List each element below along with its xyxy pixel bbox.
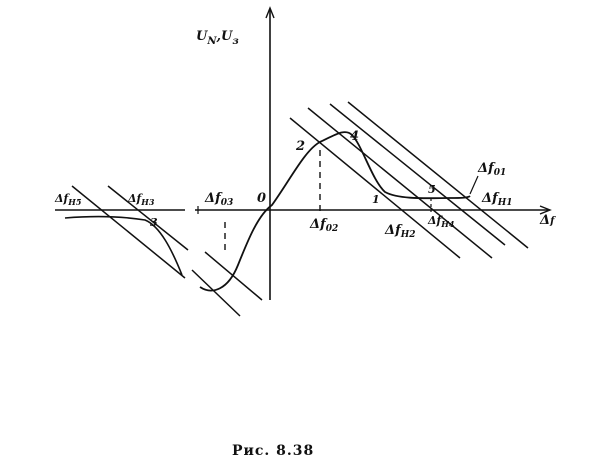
point-2-label: 2 bbox=[295, 139, 305, 154]
x-axis-arrow bbox=[539, 205, 552, 215]
diagonal-line-2 bbox=[307, 107, 493, 259]
point-4-label: 4 bbox=[350, 129, 359, 144]
point-5-label: 5 bbox=[428, 183, 436, 196]
label-df-01: Δf01 bbox=[477, 161, 506, 178]
label-df-h1: ΔfH1 bbox=[481, 191, 512, 208]
diagonal-line-4 bbox=[347, 101, 529, 249]
diagonal-line-5 bbox=[191, 269, 241, 317]
diagonal-line-3 bbox=[329, 103, 506, 246]
y-axis-label: UN,Uз bbox=[196, 29, 239, 47]
diagonal-line-8 bbox=[107, 185, 189, 251]
label-df-h2: ΔfH2 bbox=[384, 223, 415, 240]
label-df-h4: ΔfH4 bbox=[427, 214, 455, 229]
diagonal-line-6 bbox=[204, 251, 263, 301]
response-curve bbox=[199, 131, 471, 292]
leader-df-01 bbox=[469, 175, 479, 195]
label-df-03: Δf03 bbox=[204, 191, 233, 208]
diagonal-line-7 bbox=[71, 185, 186, 279]
label-df-h3: ΔfH3 bbox=[127, 192, 155, 207]
point-1-label: 1 bbox=[372, 193, 380, 206]
label-df-02: Δf02 bbox=[309, 217, 338, 234]
diagonal-line-1 bbox=[289, 117, 461, 259]
left-curve bbox=[64, 215, 183, 276]
y-axis-arrow bbox=[265, 6, 275, 19]
x-axis-label: Δf bbox=[539, 213, 556, 228]
label-df-h5: ΔfH5 bbox=[54, 192, 82, 207]
point-3-label: 3 bbox=[150, 216, 158, 229]
figure-caption: Рис. 8.38 bbox=[232, 443, 314, 459]
origin-label: 0 bbox=[257, 191, 266, 206]
